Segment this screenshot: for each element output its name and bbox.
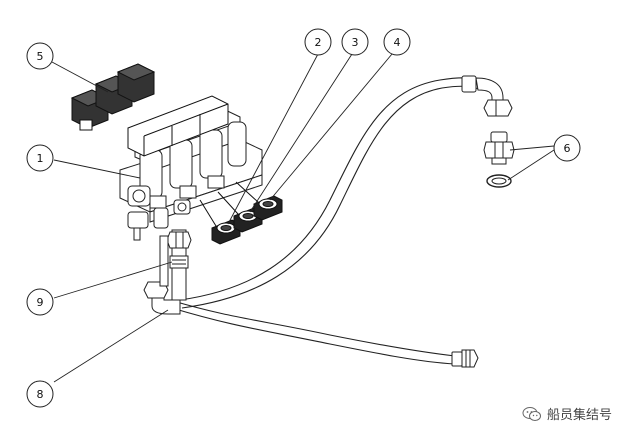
svg-text:1: 1 — [37, 152, 44, 165]
leader-lines — [51, 53, 555, 383]
mounting-brackets — [199, 181, 283, 245]
callout-8: 8 — [26, 380, 54, 408]
callout-1: 1 — [26, 144, 54, 172]
svg-text:2: 2 — [315, 36, 322, 49]
sealing-washer — [486, 174, 512, 188]
adapter-fitting — [483, 131, 515, 165]
svg-text:8: 8 — [37, 388, 44, 401]
callout-2: 2 — [304, 28, 332, 56]
callout-3: 3 — [341, 28, 369, 56]
watermark-text: 船员集结号 — [546, 408, 612, 423]
solenoid-coils — [70, 63, 229, 157]
watermark: 船员集结号 — [522, 404, 612, 423]
bracket-4 — [253, 195, 283, 221]
arched-hose — [179, 77, 486, 309]
bottom-elbow — [143, 235, 181, 315]
svg-text:3: 3 — [352, 36, 359, 49]
bracket-2 — [211, 219, 241, 245]
svg-text:5: 5 — [37, 50, 44, 63]
elbow-fitting — [461, 75, 513, 117]
svg-text:4: 4 — [394, 36, 401, 49]
callout-5: 5 — [26, 42, 54, 70]
callout-9: 9 — [26, 288, 54, 316]
callout-4: 4 — [383, 28, 411, 56]
lower-hose — [169, 299, 456, 365]
callout-6: 6 — [553, 134, 581, 162]
svg-text:6: 6 — [564, 142, 571, 155]
svg-text:9: 9 — [37, 296, 44, 309]
wechat-icon — [522, 406, 541, 421]
hose-end-fitting — [451, 349, 479, 368]
vertical-pipe — [166, 229, 192, 301]
